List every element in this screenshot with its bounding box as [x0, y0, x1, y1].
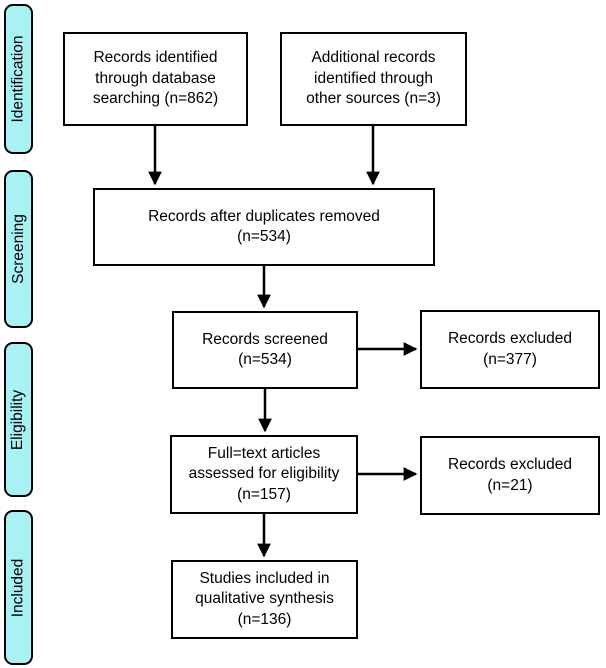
stage-eligibility-label: Eligibility: [9, 389, 27, 450]
node-additional-records: Additional records identified through ot…: [280, 32, 467, 126]
node-fulltext-assessed-text: Full=text articles assessed for eligibil…: [188, 444, 340, 503]
node-records-excluded-eligibility-text: Records excluded (n=21): [447, 456, 573, 494]
node-duplicates-removed-text: Records after duplicates removed (n=534): [148, 207, 380, 245]
node-fulltext-assessed: Full=text articles assessed for eligibil…: [170, 435, 358, 514]
node-studies-included: Studies included in qualitative synthesi…: [171, 560, 358, 639]
stage-eligibility: Eligibility: [4, 342, 33, 497]
node-records-excluded-screening-text: Records excluded (n=377): [447, 330, 573, 368]
node-records-excluded-screening: Records excluded (n=377): [420, 310, 600, 389]
node-duplicates-removed: Records after duplicates removed (n=534): [93, 188, 435, 266]
node-studies-included-text: Studies included in qualitative synthesi…: [195, 569, 334, 628]
stage-included: Included: [4, 510, 33, 665]
node-records-screened: Records screened (n=534): [172, 311, 358, 389]
stage-identification: Identification: [4, 4, 33, 154]
node-records-identified-text: Records identified through database sear…: [92, 49, 219, 108]
node-additional-records-text: Additional records identified through ot…: [306, 49, 441, 108]
node-records-identified: Records identified through database sear…: [63, 32, 248, 126]
stage-identification-label: Identification: [9, 35, 27, 123]
stage-screening: Screening: [4, 170, 33, 328]
node-records-screened-text: Records screened (n=534): [202, 330, 328, 368]
stage-included-label: Included: [9, 558, 27, 617]
stage-screening-label: Screening: [9, 214, 27, 284]
node-records-excluded-eligibility: Records excluded (n=21): [420, 436, 600, 515]
